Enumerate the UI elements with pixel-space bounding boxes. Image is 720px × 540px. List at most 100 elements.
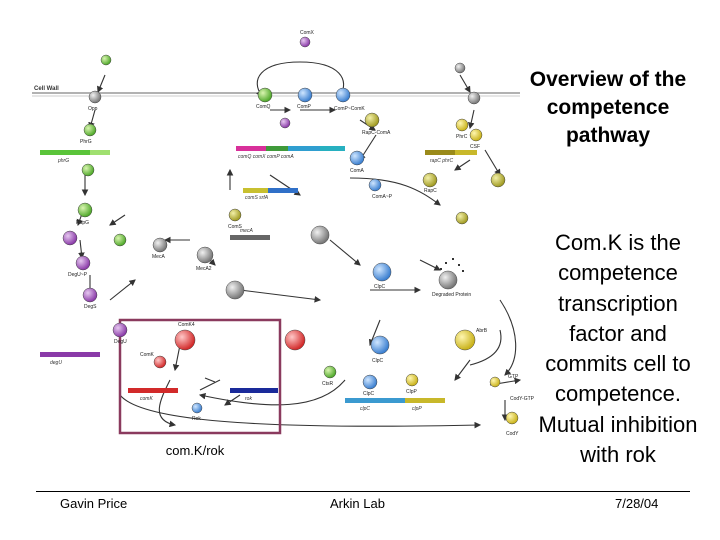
label-rok: Rok [192, 416, 201, 422]
label-meca: MecA [152, 254, 165, 260]
protein-meca-comk [225, 280, 245, 300]
protein-rapg-2 [113, 233, 127, 247]
gene-bars [40, 146, 477, 403]
slide-description: Com.K is the competence transcription fa… [538, 230, 698, 468]
protein-degs [82, 287, 98, 303]
gene-label-comQ: comQ comX comP comA [238, 154, 294, 160]
label-coma-p: ComA~P [372, 194, 393, 200]
degraded-dots [440, 258, 464, 272]
protein-rapc3 [455, 211, 469, 225]
protein-coms [228, 208, 242, 222]
gene-comK [128, 388, 178, 393]
protein-meca [152, 237, 168, 253]
protein-coma-p [368, 178, 382, 192]
label-mecb: MecA2 [196, 266, 212, 272]
gene-degU [40, 352, 100, 357]
protein-csf [469, 128, 483, 142]
gene-comQ [236, 146, 266, 151]
label-ctsr: CtsR [322, 381, 334, 387]
protein-gtp [489, 376, 501, 388]
gene-phrG-2 [90, 150, 110, 155]
label-clpp: ClpP [406, 389, 418, 395]
label-phrg: PhrG [80, 139, 92, 145]
label-comq: ComQ [256, 104, 271, 110]
label-comp-comk: ComP~ComK [334, 106, 365, 112]
box-caption: com.K/rok [165, 443, 225, 458]
label-abrb: AbrB [476, 328, 488, 334]
gene-comX [266, 146, 288, 151]
gene-labels: phrG comQ comX comP comA rapC phrC comS … [50, 154, 453, 412]
gene-clpP [405, 398, 445, 403]
protein-clpc-clpp-2 [370, 335, 390, 355]
gene-label-degU: degU [50, 360, 62, 366]
protein-phrg-top [100, 54, 112, 66]
protein-ctsr [323, 365, 337, 379]
protein-rapg-degu [62, 230, 78, 246]
gene-clpC [345, 398, 405, 403]
gene-comP [288, 146, 320, 151]
gene-phrG [40, 150, 90, 155]
label-degu: DegU [114, 339, 127, 345]
protein-comx [299, 36, 311, 48]
protein-opp-right [467, 91, 481, 105]
protein-rapc-csf [490, 172, 506, 188]
protein-clpc [362, 374, 378, 390]
label-gtp: GTP [508, 374, 519, 380]
footer-lab: Arkin Lab [330, 496, 385, 511]
inhibition-lines [199, 329, 502, 391]
label-rapc: RapC [424, 188, 437, 194]
gene-comS [243, 188, 268, 193]
protein-degu-p [75, 255, 91, 271]
gene-rok [230, 388, 278, 393]
label-clpc: ClpC [363, 391, 375, 397]
gene-srfA [268, 188, 298, 193]
protein-phrc [455, 118, 469, 132]
label-cody-gtp: CodY-GTP [510, 396, 535, 402]
label-comk4: ComK4 [178, 322, 195, 328]
label-comk: ComK [140, 352, 155, 358]
protein-comk4 [174, 329, 196, 351]
protein-comp-comk [335, 87, 351, 103]
gene-label-comK: comK [140, 396, 153, 402]
gene-comA [320, 146, 345, 151]
label-comp: ComP [297, 104, 312, 110]
protein-comx-2 [279, 117, 291, 129]
protein-comk [153, 355, 167, 369]
gene-label-phrG: phrG [57, 158, 69, 164]
gene-label-rok: rok [245, 396, 252, 402]
gene-label-rapC: rapC phrC [430, 158, 453, 164]
protein-degraded [438, 270, 458, 290]
label-rapc-coma: RapC-ComA [362, 130, 391, 136]
gene-label-clpC: clpC [360, 406, 370, 412]
gene-mecA [230, 235, 270, 240]
gene-phrC [455, 150, 477, 155]
footer-author: Gavin Price [60, 496, 128, 511]
pathway-arrows [76, 61, 522, 429]
protein-rok [191, 402, 203, 414]
gene-label-mecA: mecA [240, 228, 253, 234]
label-coma: ComA [350, 168, 365, 174]
protein-clpp [405, 373, 419, 387]
protein-opp [88, 90, 102, 104]
protein-phrg [83, 123, 97, 137]
label-phrc: PhrC [456, 134, 468, 140]
label-comx: ComX [300, 30, 315, 36]
protein-rapg [77, 202, 93, 218]
label-degs: DegS [84, 304, 97, 310]
protein-meca-2 [196, 246, 214, 264]
label-opp: Opp [88, 106, 98, 112]
protein-abrb [454, 329, 476, 351]
comk-rok-box [118, 318, 282, 435]
protein-comq [257, 87, 273, 103]
label-cody: CodY [506, 431, 519, 437]
protein-phrg-2 [81, 163, 95, 177]
label-csf: CSF [470, 144, 480, 150]
gene-label-comS: comS srfA [245, 195, 269, 201]
label-degu-p: DegU~P [68, 272, 88, 278]
cell-wall-label: Cell Wall [34, 86, 59, 92]
label-clpc-top: ClpC [374, 284, 386, 290]
slide-title: Overview of the competence pathway [529, 68, 687, 147]
footer-divider [36, 491, 690, 492]
protein-csf-top [454, 62, 466, 74]
